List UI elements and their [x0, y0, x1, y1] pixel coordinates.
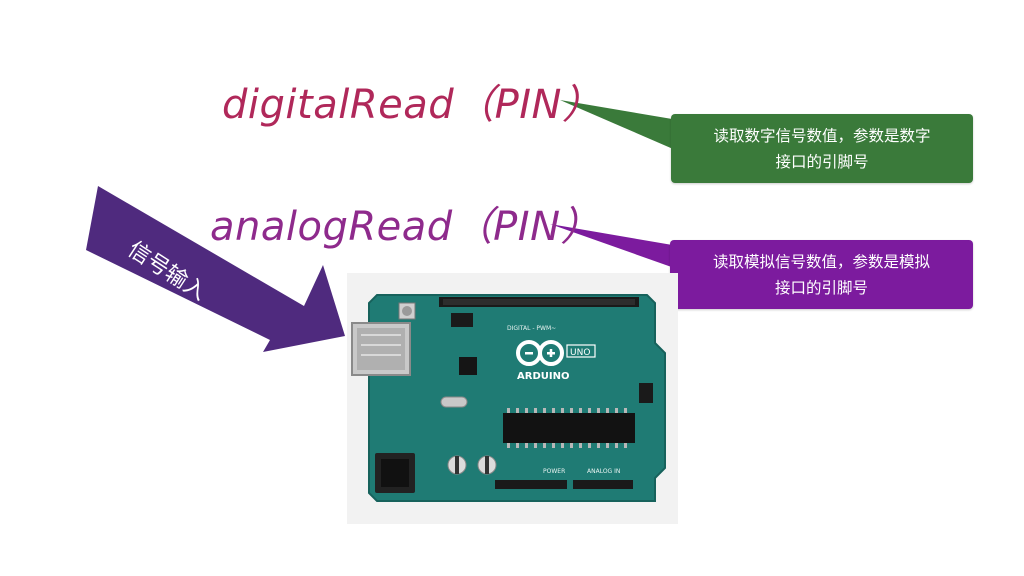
signal-input-arrow: [86, 186, 345, 352]
analog-callout-line2: 接口的引脚号: [774, 278, 868, 297]
arduino-brand-label: ARDUINO: [517, 371, 569, 382]
digital-pwm-label: DIGITAL - PWM~: [507, 325, 556, 332]
digital-callout-line2: 接口的引脚号: [775, 152, 869, 171]
digitalread-function: digitalRead（PIN）: [222, 82, 603, 128]
icsp-header-2: [451, 313, 473, 327]
digital-callout-pointer: [560, 100, 690, 152]
crystal: [440, 396, 468, 408]
usb-chip: [459, 357, 477, 375]
atmega-chip: [503, 408, 635, 448]
arduino-uno-board-image: DIGITAL - PWM~ POWER ANALOG IN UNO ARDUI…: [347, 273, 678, 524]
analog-callout-pointer: [550, 224, 690, 270]
power-label: POWER: [543, 468, 565, 475]
analog-read-callout: 读取模拟信号数值，参数是模拟 接口的引脚号: [670, 240, 973, 309]
digital-read-callout: 读取数字信号数值，参数是数字 接口的引脚号: [671, 114, 973, 183]
usb-connector: [351, 322, 411, 376]
uno-label: UNO: [570, 348, 590, 358]
power-jack: [375, 453, 415, 493]
digital-header: [439, 297, 639, 307]
analog-callout-line1: 读取模拟信号数值，参数是模拟: [712, 252, 930, 271]
icsp-header: [639, 383, 653, 403]
power-analog-headers: [495, 480, 633, 489]
digital-callout-line1: 读取数字信号数值，参数是数字: [713, 126, 931, 145]
analog-in-label: ANALOG IN: [587, 468, 620, 475]
capacitors: [447, 455, 497, 475]
arduino-logo: [516, 340, 564, 366]
analogread-function: analogRead（PIN）: [210, 204, 601, 250]
